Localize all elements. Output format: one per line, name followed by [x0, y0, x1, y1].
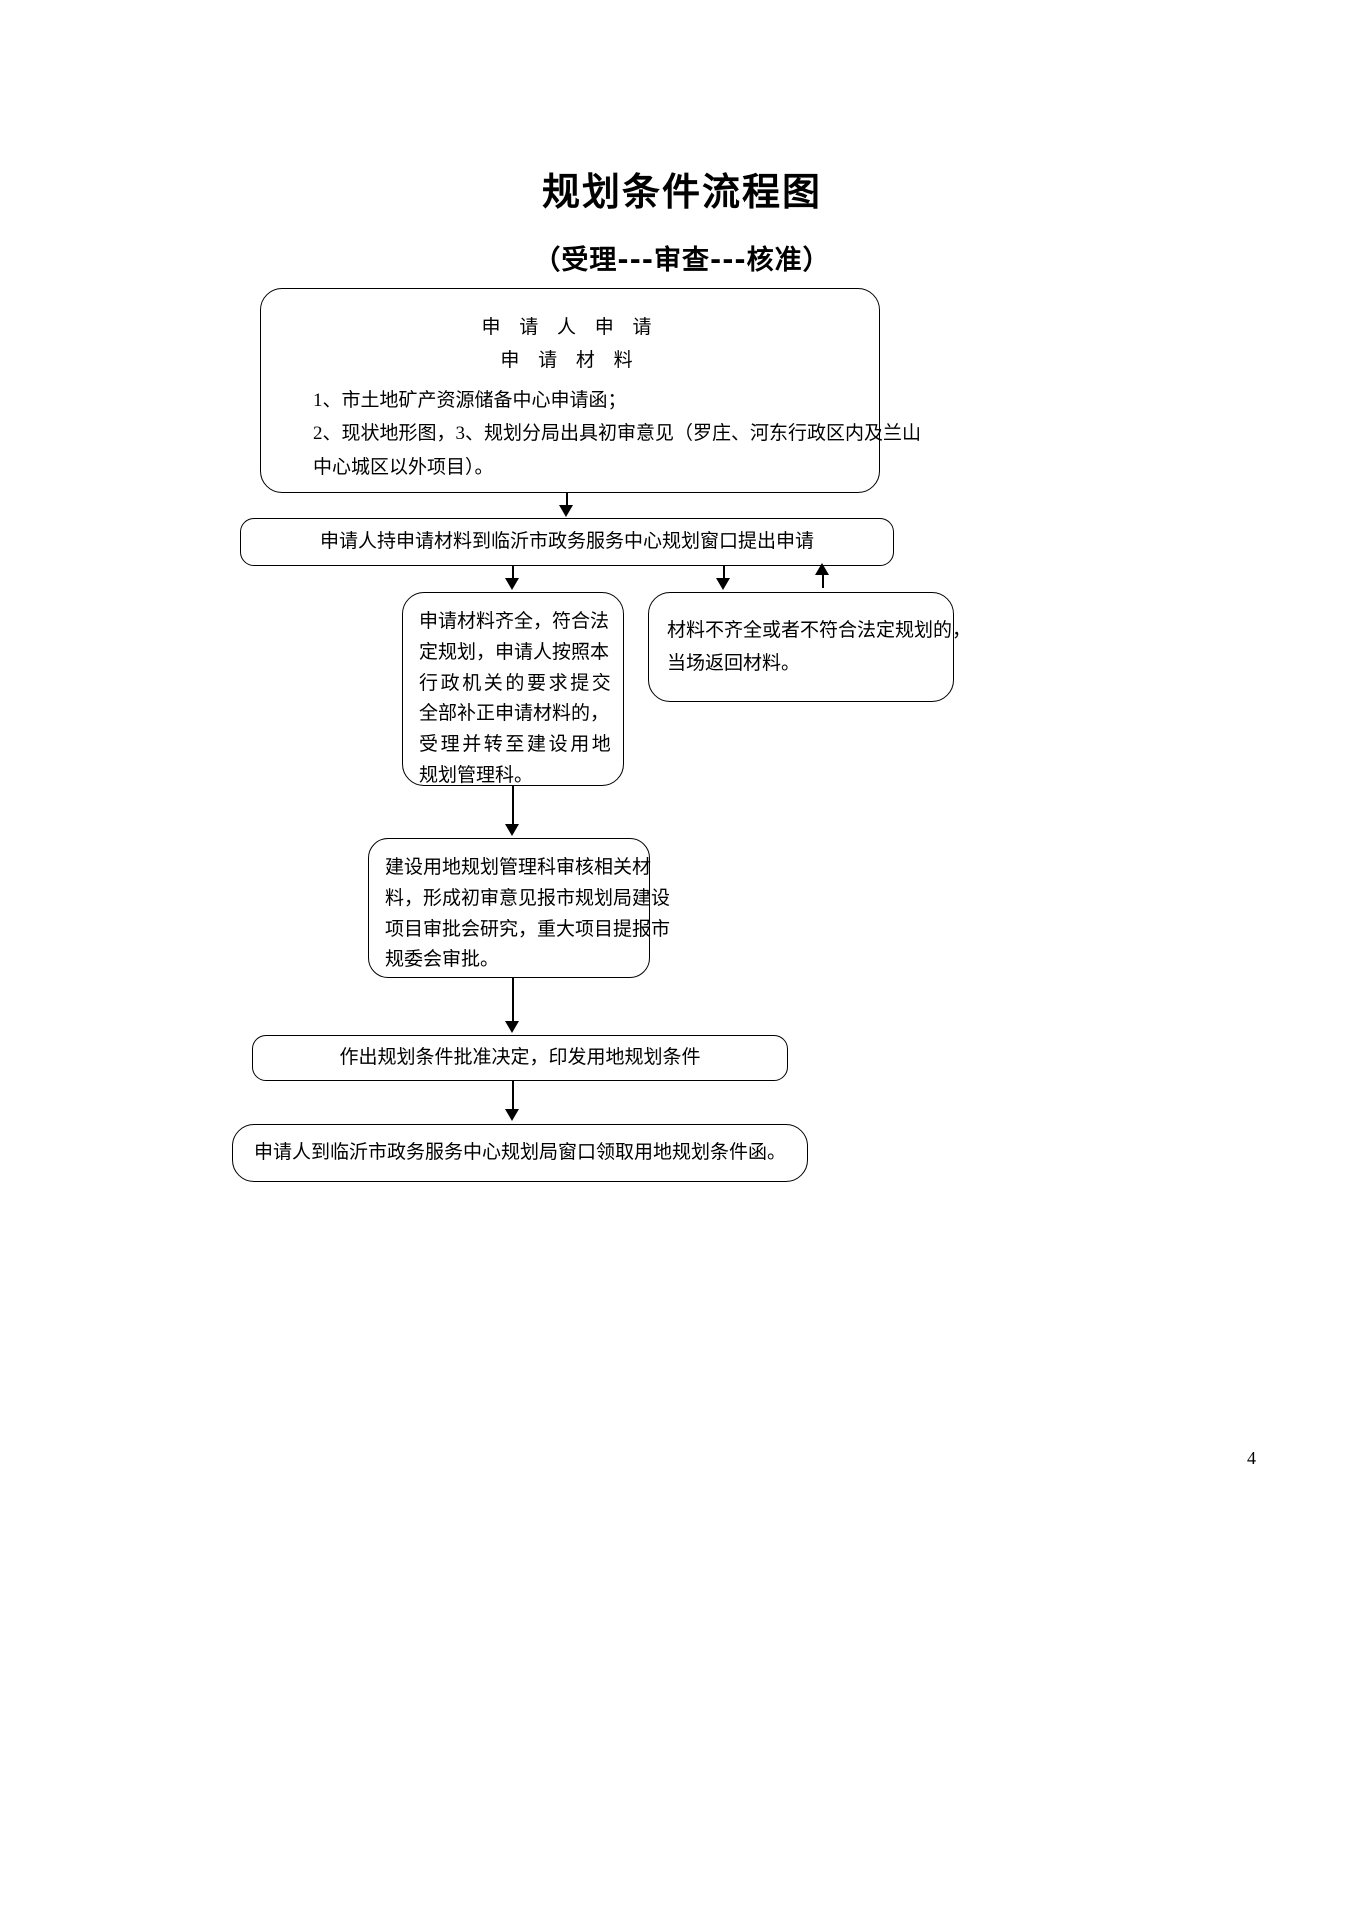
- node5-line-3: 项目审批会研究，重大项目提报市: [385, 918, 671, 940]
- node-materials-incomplete-return: 材料不齐全或者不符合法定规划的， 当场返回材料。: [648, 592, 972, 702]
- node4-text: 材料不齐全或者不符合法定规划的， 当场返回材料。: [667, 615, 972, 680]
- node3-line-4: 全部补正申请材料的，: [419, 703, 610, 725]
- node4-line-2: 当场返回材料。: [667, 652, 801, 674]
- node1-heading-line-1: 申 请 人 申 请: [481, 317, 659, 338]
- node6-text: 作出规划条件批准决定，印发用地规划条件: [339, 1046, 701, 1068]
- node3-line-5: 受理并转至建设用地: [419, 734, 614, 756]
- node-materials-complete-accept: 申请材料齐全，符合法 定规划，申请人按照本 行政机关的要求提交 全部补正申请材料…: [402, 592, 624, 786]
- node3-line-1: 申请材料齐全，符合法: [419, 611, 610, 632]
- page-title: 规划条件流程图: [541, 170, 822, 214]
- node3-line-2: 定规划，申请人按照本: [419, 641, 610, 663]
- page-number: 4: [1247, 1448, 1256, 1468]
- node3-line-3: 行政机关的要求提交: [419, 672, 614, 694]
- node1-body-line-2: 2、现状地形图，3、规划分局出具初审意见（罗庄、河东行政区内及兰山: [313, 423, 922, 445]
- page-subtitle: （受理---审查---核准）: [533, 245, 831, 276]
- node4-line-1: 材料不齐全或者不符合法定规划的，: [667, 620, 972, 641]
- node-approval-decision: 作出规划条件批准决定，印发用地规划条件: [252, 1035, 788, 1081]
- node5-line-2: 料，形成初审意见报市规划局建设: [385, 887, 671, 909]
- node1-body-line-3: 中心城区以外项目）。: [313, 457, 494, 479]
- node7-text: 申请人到临沂市政务服务中心规划局窗口领取用地规划条件函。: [253, 1141, 786, 1163]
- node1-heading-line-2: 申 请 材 料: [500, 350, 640, 372]
- node3-text: 申请材料齐全，符合法 定规划，申请人按照本 行政机关的要求提交 全部补正申请材料…: [419, 607, 614, 792]
- node-review-by-land-planning-section: 建设用地规划管理科审核相关材 料，形成初审意见报市规划局建设 项目审批会研究，重…: [368, 838, 671, 978]
- node5-line-4: 规委会审批。: [385, 949, 500, 971]
- node1-body-line-1: 1、市土地矿产资源储备中心申请函；: [313, 389, 627, 411]
- node-applicant-application: 申 请 人 申 请 申 请 材 料 1、市土地矿产资源储备中心申请函； 2、现状…: [260, 288, 922, 493]
- node5-line-1: 建设用地规划管理科审核相关材: [385, 857, 652, 878]
- node2-text: 申请人持申请材料到临沂市政务服务中心规划窗口提出申请: [319, 530, 814, 552]
- node1-heading: 申 请 人 申 请 申 请 材 料: [261, 289, 879, 378]
- node5-text: 建设用地规划管理科审核相关材 料，形成初审意见报市规划局建设 项目审批会研究，重…: [385, 853, 671, 976]
- node-collect-planning-condition-letter: 申请人到临沂市政务服务中心规划局窗口领取用地规划条件函。: [232, 1124, 808, 1182]
- node-submit-at-window: 申请人持申请材料到临沂市政务服务中心规划窗口提出申请: [240, 518, 894, 566]
- node1-body: 1、市土地矿产资源储备中心申请函； 2、现状地形图，3、规划分局出具初审意见（罗…: [261, 378, 922, 485]
- node3-line-6: 规划管理科。: [419, 764, 534, 786]
